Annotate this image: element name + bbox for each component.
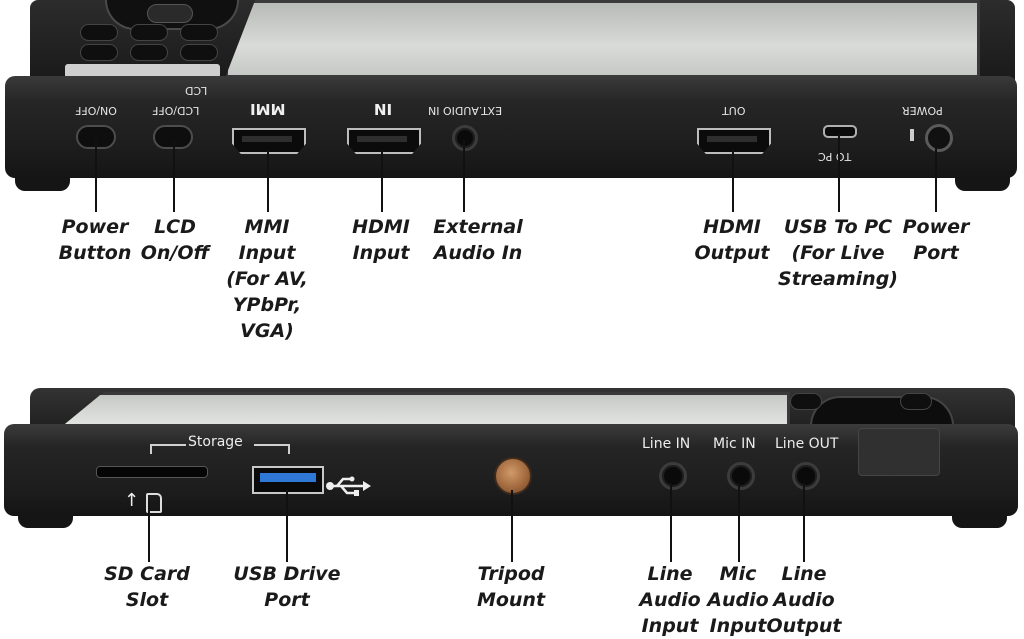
keypad-key [180, 24, 218, 41]
label-ext-audio-in: EXT.AUDIO IN [428, 104, 503, 117]
label-mmi: MMI [250, 100, 286, 118]
bottom-device-screen [60, 392, 790, 428]
leader-line [732, 150, 734, 212]
storage-bracket-left [150, 444, 186, 454]
hdmi-out-port [697, 128, 771, 154]
keypad-key [790, 393, 822, 410]
callout-usb-to-pc: USB To PC (For Live Streaming) [778, 216, 898, 290]
leader-line [738, 483, 740, 562]
callout-lcd-on-off: LCD On/Off [140, 216, 210, 264]
leader-line [286, 490, 288, 562]
label-lcd-off: LCD/OFF [152, 104, 200, 117]
leader-line [670, 483, 672, 562]
label-to-pc: TO PC [818, 150, 852, 163]
device-foot [955, 177, 1010, 191]
ext-audio-jack [452, 125, 478, 151]
keypad-key [80, 44, 118, 61]
leader-line [381, 150, 383, 212]
arrow-up-icon: ↑ [124, 490, 140, 511]
tripod-mount [494, 457, 532, 495]
leader-line [935, 140, 937, 212]
keypad-key [900, 393, 932, 410]
label-lcd: LCD [185, 84, 208, 97]
callout-power-port: Power Port [902, 216, 970, 264]
line-out-jack [792, 462, 820, 490]
callout-mmi-input: MMI Input (For AV, YPbPr, VGA) [226, 216, 308, 342]
usb-icon [326, 476, 371, 496]
keypad-dpad [810, 396, 954, 426]
label-mic-in: Mic IN [713, 436, 756, 452]
callout-hdmi-output: HDMI Output [694, 216, 770, 264]
callout-line-audio-input: Line Audio Input [639, 563, 701, 637]
sd-card-slot [96, 466, 208, 478]
callout-tripod-mount: Tripod Mount [476, 563, 546, 611]
callout-line-audio-output: Line Audio Output [766, 563, 842, 637]
brand-label-strip [65, 64, 220, 78]
top-device-screen [225, 0, 980, 78]
hdmi-in-port [347, 128, 421, 154]
label-on-off: ON/OFF [75, 104, 117, 117]
micro-usb-port [823, 125, 857, 138]
keypad-key [80, 24, 118, 41]
callout-power-button: Power Button [58, 216, 132, 264]
leader-line [267, 150, 269, 212]
dc-power-jack [925, 124, 953, 152]
leader-line [148, 500, 150, 562]
line-in-jack [659, 462, 687, 490]
callout-mic-audio-input: Mic Audio Input [707, 563, 769, 637]
storage-bracket-right [254, 444, 290, 454]
label-line-out: Line OUT [775, 436, 839, 452]
usb-drive-port [252, 466, 324, 494]
callout-external-audio-in: External Audio In [433, 216, 523, 264]
keypad-key [130, 24, 168, 41]
leader-line [511, 490, 513, 562]
label-in: IN [374, 100, 393, 118]
label-power: POWER [902, 104, 943, 117]
leader-line [463, 140, 465, 212]
label-storage: Storage [188, 434, 243, 450]
keypad-key [180, 44, 218, 61]
sd-card-icon [146, 493, 162, 513]
power-switch-indicator [910, 129, 914, 141]
label-out: OUT [722, 104, 746, 117]
callout-sd-card-slot: SD Card Slot [104, 563, 190, 611]
device-foot [952, 514, 1007, 528]
label-line-in: Line IN [642, 436, 691, 452]
device-foot [18, 514, 73, 528]
callout-usb-drive-port: USB Drive Port [233, 563, 341, 611]
mic-in-jack [727, 462, 755, 490]
leader-line [838, 134, 840, 212]
leader-line [803, 483, 805, 562]
side-panel-cap [858, 428, 940, 476]
leader-line [95, 140, 97, 212]
leader-line [173, 140, 175, 212]
dpad-center-button [147, 4, 193, 23]
mmi-port [232, 128, 306, 154]
callout-hdmi-input: HDMI Input [352, 216, 410, 264]
device-foot [15, 177, 70, 191]
keypad-key [130, 44, 168, 61]
